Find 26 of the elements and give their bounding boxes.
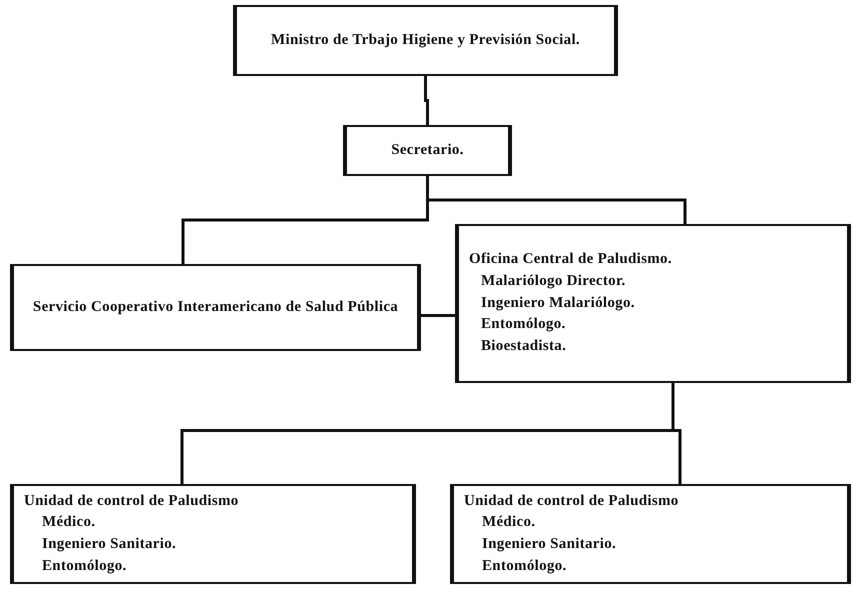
box-heading: Unidad de control de Paludismo [464, 492, 680, 510]
box-heading: Servicio Cooperativo Interamericano de Salud Pública [32, 298, 400, 317]
connector-line [424, 76, 429, 125]
staff-position: Malariólogo Director. [480, 272, 627, 291]
org-box [233, 5, 618, 76]
staff-position: Médico. [481, 513, 536, 532]
org-box [10, 484, 416, 584]
box-heading: Ministro de Trbajo Higiene y Previsión Social. [270, 30, 581, 50]
staff-position: Entomólogo. [41, 556, 128, 576]
staff-position: Bioestadista. [480, 337, 568, 356]
org-box [343, 125, 512, 176]
staff-position: Entomólogo. [481, 556, 568, 576]
connector-line [672, 383, 682, 484]
box-heading: Unidad de control de Paludismo [24, 492, 240, 510]
staff-position: Ingeniero Sanitario. [41, 535, 178, 554]
staff-position: Médico. [41, 513, 96, 532]
org-box [450, 484, 851, 584]
box-heading: Secretario. [390, 140, 465, 160]
staff-position: Ingeniero Sanitario. [481, 535, 618, 554]
staff-position: Ingeniero Malariólogo. [480, 294, 636, 313]
staff-position: Entomólogo. [480, 315, 567, 334]
box-heading: Oficina Central de Paludismo. [469, 250, 673, 270]
org-box [10, 264, 421, 351]
org-box [455, 224, 851, 383]
connector-line [421, 314, 455, 317]
connector-line [426, 176, 686, 224]
